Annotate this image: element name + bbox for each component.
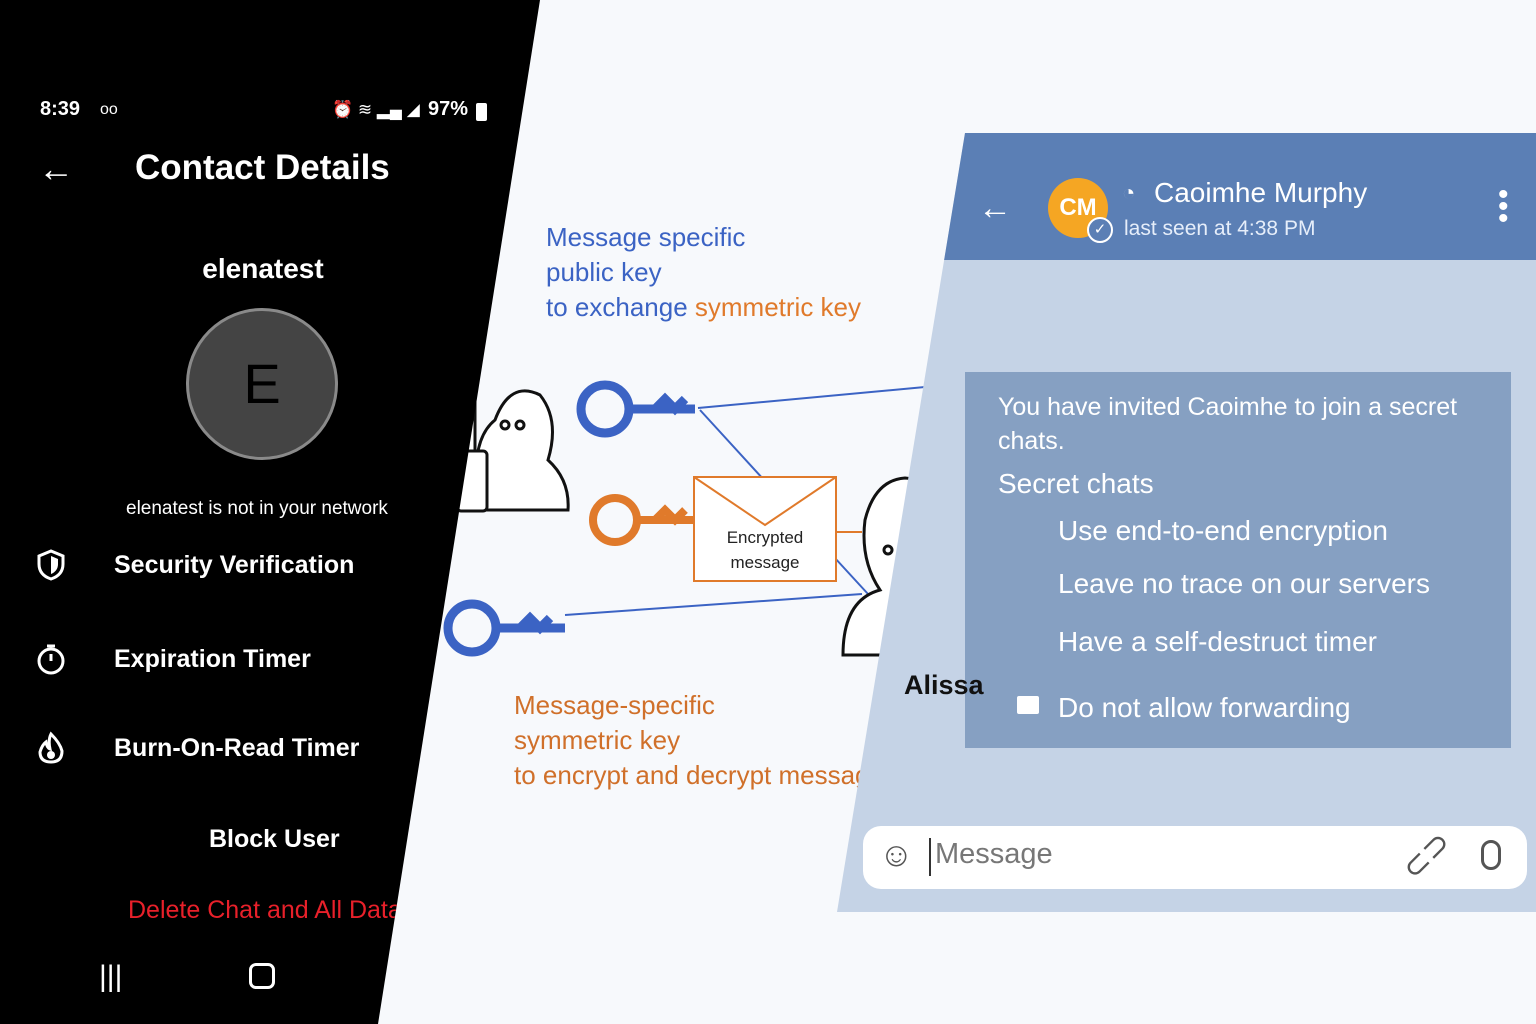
back-arrow-icon[interactable]: ← <box>978 189 1012 227</box>
envelope-label-2: message <box>730 553 800 572</box>
microphone-icon[interactable] <box>1481 840 1501 870</box>
invite-text: You have invited Caoimhe to join a secre… <box>998 393 1458 455</box>
home-button[interactable] <box>249 963 275 989</box>
menu-label: Expiration Timer <box>114 644 311 673</box>
public-key-highlight: symmetric key <box>694 292 862 322</box>
flame-icon <box>38 731 64 764</box>
symmetric-key-line-3: to encrypt and decrypt messages <box>514 760 897 790</box>
secret-clock-icon: ◔ <box>1122 180 1136 205</box>
menu-burn-on-read-timer[interactable]: Burn-On-Read Timer <box>0 731 359 765</box>
shield-icon <box>37 549 65 581</box>
battery-icon <box>476 103 487 121</box>
menu-expiration-timer[interactable]: Expiration Timer <box>0 642 311 676</box>
blue-key-icon <box>576 380 695 438</box>
envelope-icon <box>693 476 837 582</box>
username: elenatest <box>202 253 324 284</box>
network-note: elenatest is not in your network <box>126 498 388 519</box>
delete-chat-button[interactable]: Delete Chat and All Data <box>128 896 402 924</box>
message-input[interactable]: Message <box>929 838 1053 876</box>
verified-check-icon: ✓ <box>1087 217 1113 243</box>
more-options-icon[interactable]: ••• <box>1498 178 1509 235</box>
section-title: Secret chats <box>998 468 1154 499</box>
secret-chat-info-card: You have invited Caoimhe to join a secre… <box>965 372 1511 748</box>
public-key-line-1: Message specific <box>546 222 746 252</box>
feature-item: Use end-to-end encryption <box>1058 515 1388 546</box>
recent-apps-button[interactable]: ||| <box>99 960 123 993</box>
battery-percent: 97% <box>428 98 469 120</box>
message-input-bar: ☺ Message ⊂⊃ <box>863 823 1527 889</box>
symmetric-key-line-1: Message-specific <box>514 690 715 720</box>
blue-key-icon <box>443 599 565 657</box>
orange-key-icon <box>589 494 695 546</box>
feature-item: Have a self-destruct timer <box>1058 626 1377 657</box>
status-icons: ⏰ ≋ ▂▄ ◢ <box>332 100 420 119</box>
person-name: Alissa <box>904 670 984 700</box>
contact-name: Caoimhe Murphy <box>1154 177 1368 208</box>
symmetric-key-line-2: symmetric key <box>514 725 681 755</box>
timer-icon <box>37 644 65 675</box>
menu-label: Security Verification <box>114 550 355 579</box>
voicemail-icon: oo <box>100 101 118 118</box>
public-key-line-3: to exchange <box>546 292 695 322</box>
page-title: Contact Details <box>135 148 390 187</box>
status-time: 8:39 <box>40 98 81 120</box>
last-seen: last seen at 4:38 PM <box>1124 217 1316 240</box>
feature-item: Leave no trace on our servers <box>1058 568 1430 599</box>
public-key-line-2: public key <box>546 257 662 287</box>
attach-icon[interactable]: ⊂⊃ <box>1394 823 1458 887</box>
block-user-button[interactable]: Block User <box>209 825 340 853</box>
feature-item: Do not allow forwarding <box>1058 692 1351 723</box>
avatar[interactable]: E <box>186 308 338 460</box>
envelope-label-1: Encrypted <box>726 528 804 547</box>
lock-icon <box>1017 696 1039 714</box>
emoji-icon[interactable]: ☺ <box>879 836 914 874</box>
menu-label: Burn-On-Read Timer <box>114 733 360 762</box>
menu-security-verification[interactable]: Security Verification <box>0 548 354 582</box>
back-arrow-icon[interactable]: ← <box>38 148 74 189</box>
